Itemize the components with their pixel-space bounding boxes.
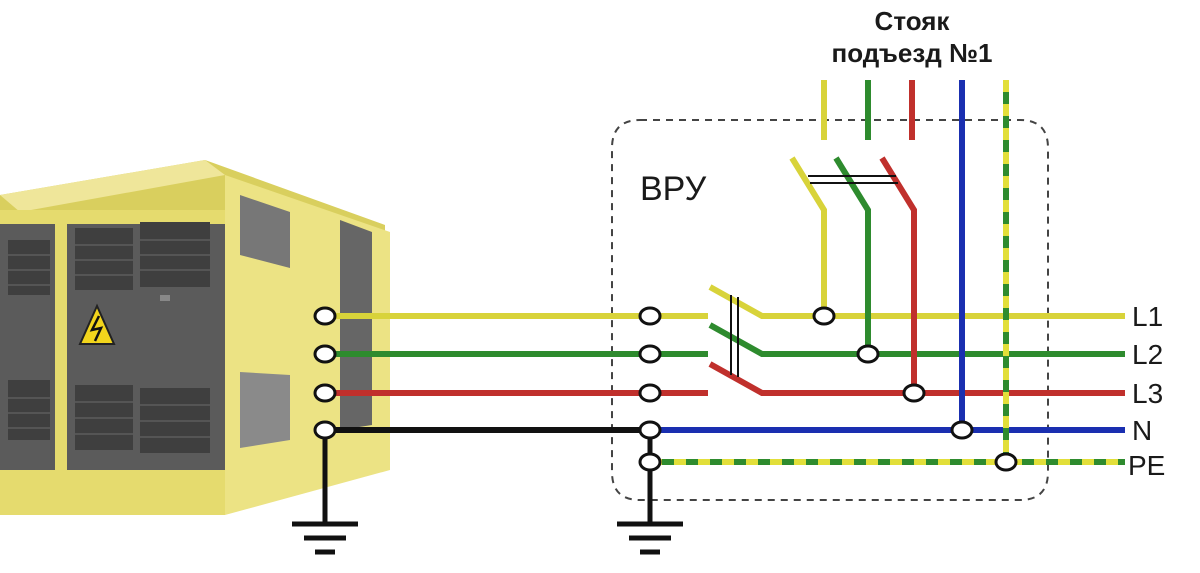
riser-branch bbox=[789, 80, 965, 430]
line-label-l3: L3 bbox=[1132, 378, 1163, 409]
vru-box bbox=[611, 119, 1049, 501]
line-label-l2: L2 bbox=[1132, 339, 1163, 370]
terminals bbox=[313, 306, 1018, 472]
riser-title-line1: Стояк bbox=[875, 6, 951, 36]
high-voltage-warning-icon bbox=[78, 303, 116, 345]
riser-title-line2: подъезд №1 bbox=[832, 38, 993, 68]
ground-vru bbox=[617, 470, 683, 555]
riser-switch-linkage bbox=[808, 175, 898, 184]
ground-symbol-icon bbox=[292, 521, 358, 555]
line-label-n: N bbox=[1132, 415, 1152, 446]
line-label-l1: L1 bbox=[1132, 301, 1163, 332]
ground-symbol-icon bbox=[617, 521, 683, 555]
vru-label: ВРУ bbox=[640, 170, 707, 208]
main-breaker bbox=[708, 284, 1125, 396]
ground-transformer bbox=[292, 438, 358, 555]
line-label-pe: PE bbox=[1128, 450, 1165, 481]
transformer-substation bbox=[0, 160, 390, 515]
